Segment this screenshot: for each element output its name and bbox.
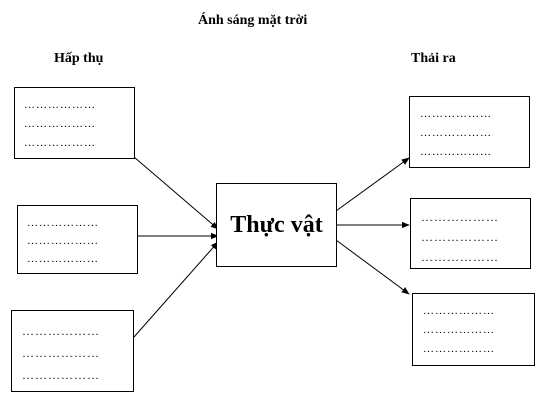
right-heading: Thải ra — [411, 51, 456, 66]
left-box-1: ……………… ……………… ……………… — [14, 87, 135, 159]
left-box-2-line-3: ……………… — [27, 254, 99, 265]
left-box-1-line-1: ……………… — [24, 100, 96, 111]
center-label: Thực vật — [230, 211, 323, 238]
left-box-1-line-3: ……………… — [24, 138, 96, 149]
left-box-3: ……………… ……………… ……………… — [11, 310, 134, 392]
right-box-2-line-2: ……………… — [421, 231, 499, 243]
right-box-3: ……………… ……………… ……………… — [412, 293, 535, 366]
right-box-3-line-3: ……………… — [423, 344, 495, 355]
arrow-left-1-to-center — [133, 156, 219, 230]
right-box-2: ……………… ……………… ……………… — [410, 198, 531, 269]
left-box-2: ……………… ……………… ……………… — [17, 205, 138, 274]
right-box-3-line-1: ……………… — [423, 306, 495, 317]
right-box-1: ……………… ……………… ……………… — [409, 96, 530, 168]
left-box-1-line-2: ……………… — [24, 119, 96, 130]
left-box-2-line-1: ……………… — [27, 218, 99, 229]
left-box-3-line-2: ……………… — [22, 347, 100, 359]
right-box-2-line-1: ……………… — [421, 211, 499, 223]
arrow-left-3-to-center — [133, 241, 219, 338]
arrow-center-to-right-3 — [335, 239, 410, 295]
center-box: Thực vật — [216, 183, 337, 267]
right-box-1-line-3: ……………… — [420, 147, 492, 158]
left-heading: Hấp thụ — [54, 51, 104, 66]
left-box-3-line-1: ……………… — [22, 325, 100, 337]
right-box-1-line-2: ……………… — [420, 128, 492, 139]
diagram-title: Ánh sáng mặt trời — [198, 13, 308, 28]
left-box-3-line-3: ……………… — [22, 369, 100, 381]
left-box-2-line-2: ……………… — [27, 236, 99, 247]
right-box-3-line-2: ……………… — [423, 325, 495, 336]
right-box-1-line-1: ……………… — [420, 109, 492, 120]
arrow-center-to-right-1 — [335, 157, 410, 212]
right-box-2-line-3: ……………… — [421, 251, 499, 263]
